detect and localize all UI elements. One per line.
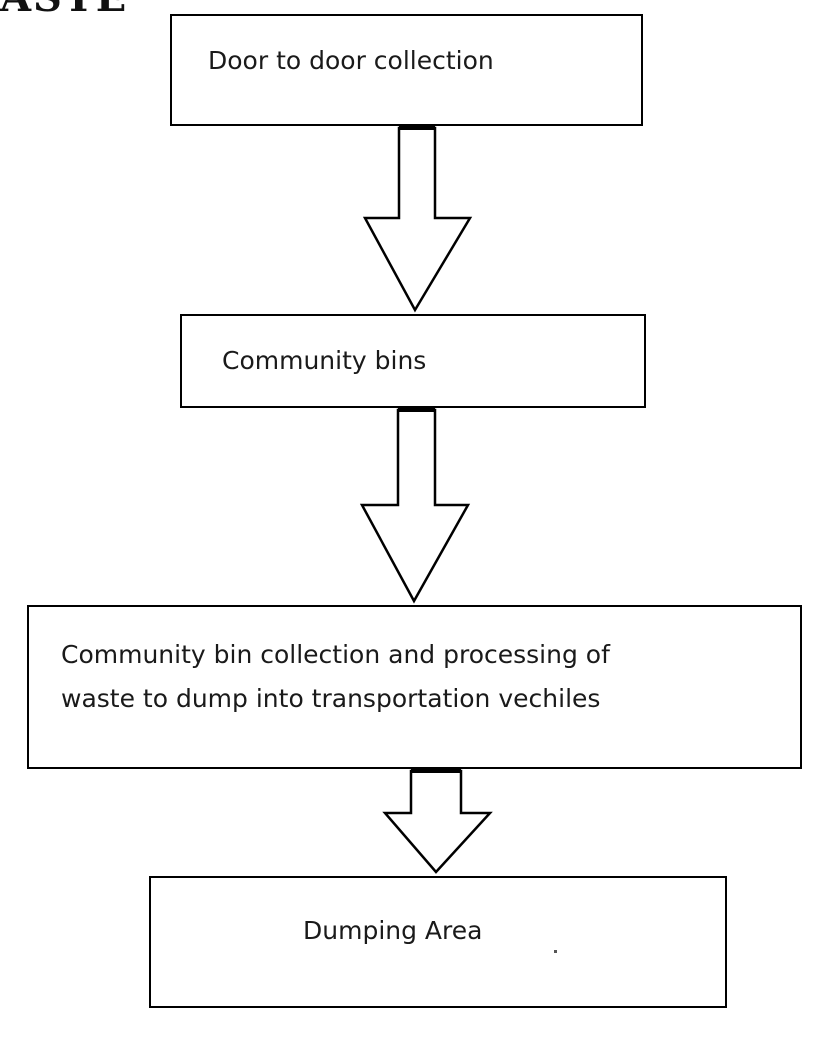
down-arrow-1 <box>362 126 473 313</box>
down-arrow-2 <box>359 408 471 604</box>
step-label: Community bins <box>222 346 427 375</box>
step-label-line-1: Community bin collection and processing … <box>61 640 610 669</box>
step-label: Dumping Area <box>303 916 483 945</box>
page-header-fragment: ASTE <box>0 0 128 21</box>
step-box-community-bins: Community bins <box>180 314 646 408</box>
stray-dot <box>554 950 557 953</box>
step-label-line-2: waste to dump into transportation vechil… <box>61 684 601 713</box>
step-label: Door to door collection <box>208 46 494 75</box>
step-box-door-to-door-collection: Door to door collection <box>170 14 643 126</box>
down-arrow-3 <box>382 769 493 874</box>
step-box-community-bin-collection: Community bin collection and processing … <box>27 605 802 769</box>
step-label-multiline: Community bin collection and processing … <box>61 633 610 721</box>
step-box-dumping-area: Dumping Area <box>149 876 727 1008</box>
